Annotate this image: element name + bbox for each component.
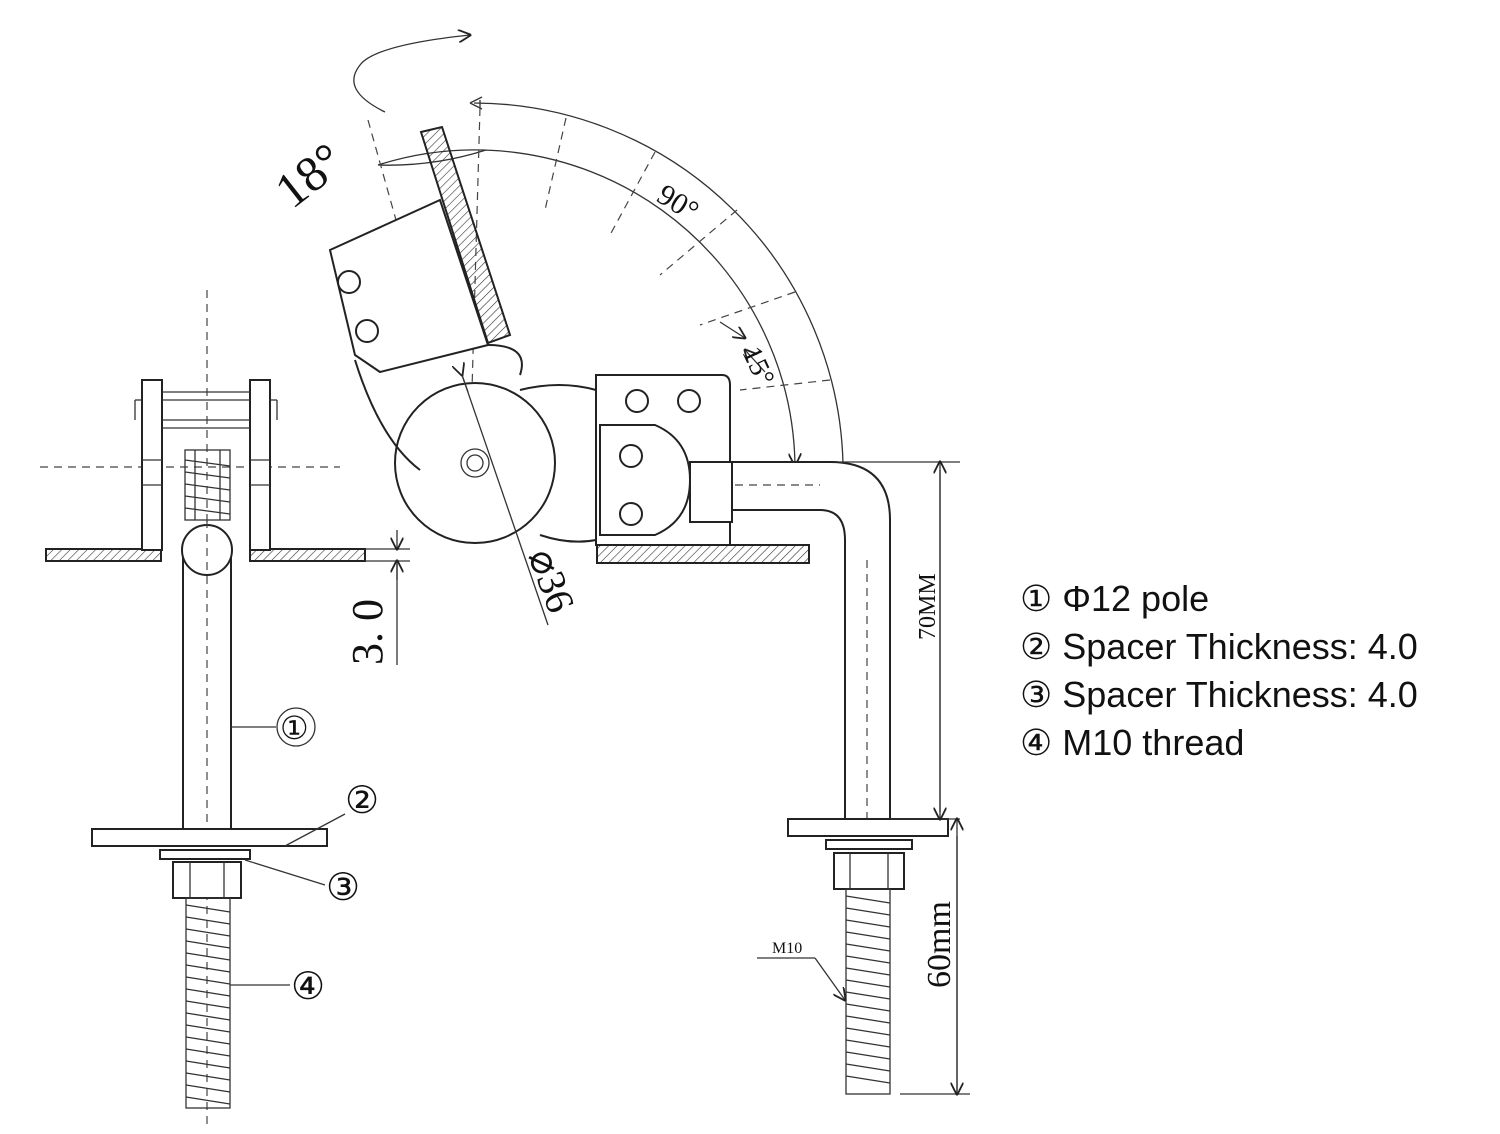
angle-18-label: 18° [264, 131, 354, 218]
nut [172, 861, 242, 899]
legend-item-thread: ④ M10 thread [1020, 722, 1245, 763]
lid-plate [419, 125, 512, 345]
length-60-dimension: 60mm [921, 901, 958, 988]
callout-4: ④ [291, 966, 325, 1008]
thickness-dimension: 3. 0 [343, 599, 392, 665]
callout-1: ① [280, 710, 309, 746]
angle-90-label: 90° [651, 178, 704, 228]
length-70-dimension: 70MM [915, 573, 941, 640]
diameter-dimension: ⌀36 [520, 543, 584, 619]
angle-15-label: 15° [736, 342, 781, 391]
right-nut [833, 852, 905, 890]
legend-item-pole: ① Φ12 pole [1020, 578, 1210, 619]
legend-item-spacer-2: ② Spacer Thickness: 4.0 [1020, 626, 1418, 667]
left-mount-plate [45, 548, 162, 562]
callout-2: ② [345, 780, 379, 822]
spacer-3 [159, 849, 251, 860]
thread-label: M10 [772, 940, 802, 957]
right-mount-plate [249, 548, 366, 562]
spacer-2 [91, 828, 328, 847]
parts-legend: ① Φ12 pole ② Spacer Thickness: 4.0 ③ Spa… [1020, 575, 1418, 767]
outer-rotation-arc [473, 102, 844, 464]
right-spacer [787, 818, 949, 837]
front-view: ⌀36 70MM 60mm M10 18° 90° [264, 35, 970, 1094]
callout-3: ③ [326, 867, 360, 909]
rotation-arrow [353, 35, 470, 113]
legend-item-spacer-3: ③ Spacer Thickness: 4.0 [1020, 674, 1418, 715]
right-threaded-rod [845, 888, 891, 1095]
hinge-disc [394, 382, 556, 544]
side-view: 3. 0 ① ② ③ ④ [40, 290, 410, 1125]
bent-pole [731, 461, 891, 821]
base-mount-plate [596, 544, 810, 564]
threaded-rod [185, 897, 231, 1109]
